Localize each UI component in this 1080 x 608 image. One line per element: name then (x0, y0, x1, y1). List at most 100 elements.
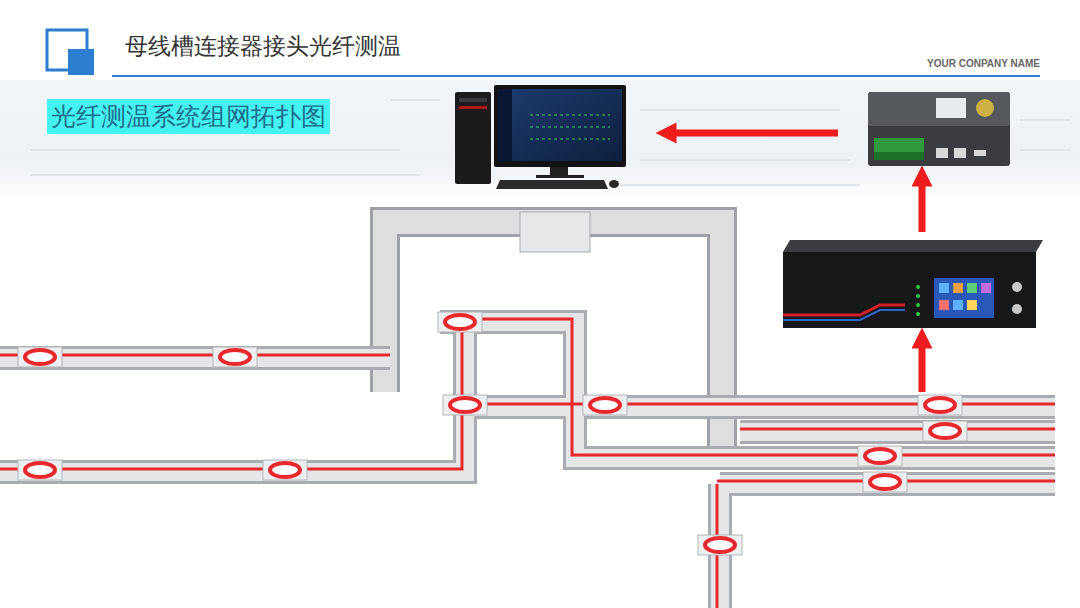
illustration-part (459, 106, 487, 109)
illustration-part (590, 398, 620, 412)
illustration-part (705, 538, 735, 552)
illustration-part (934, 278, 994, 318)
illustration-part (0, 319, 1055, 608)
sensor-ring (698, 535, 742, 555)
illustration-part (640, 109, 840, 111)
illustration-part (863, 472, 907, 492)
sensor-ring (583, 395, 627, 415)
illustration-part (1020, 119, 1070, 121)
illustration-part (0, 322, 465, 472)
computer (455, 85, 626, 189)
illustration-part (874, 138, 924, 152)
illustration-part (438, 312, 482, 332)
illustration-part (470, 395, 1055, 419)
illustration-part (720, 472, 1055, 496)
illustration-part (916, 294, 920, 298)
illustration-part (530, 139, 610, 140)
sensor-rings (18, 312, 967, 555)
illustration-part (385, 222, 722, 470)
illustration-part (720, 475, 1055, 493)
illustration-part (865, 449, 895, 463)
illustration-part (953, 283, 963, 293)
illustration-part (583, 395, 627, 415)
illustration-part (494, 85, 626, 167)
illustration-part (530, 127, 610, 128)
background-band (0, 80, 1080, 200)
illustration-part (530, 115, 610, 116)
sensor-ring (923, 421, 967, 441)
illustration-part (740, 428, 1055, 431)
illustration-part (916, 312, 920, 316)
sensor-ring (18, 460, 62, 480)
illustration-part (30, 149, 400, 151)
illustration-part (440, 322, 1055, 458)
illustration-part (868, 92, 1010, 166)
illustration-part (470, 398, 1055, 416)
illustration-part (0, 322, 1055, 608)
illustration-part (620, 184, 860, 186)
illustration-part (470, 403, 1055, 406)
illustration-part (666, 130, 838, 137)
illustration-part (0, 346, 390, 370)
illustration-part (68, 49, 94, 75)
illustration-part (976, 99, 994, 117)
illustration-part (390, 99, 440, 101)
sensor-ring (858, 446, 902, 466)
illustration-part (874, 152, 924, 160)
page-title: 母线槽连接器接头光纤测温 (125, 31, 401, 62)
illustration-part (916, 285, 920, 289)
logo (47, 30, 94, 75)
sensor-ring (18, 347, 62, 367)
illustration-part (385, 222, 722, 470)
illustration-part (440, 319, 1055, 455)
illustration-part (698, 535, 742, 555)
illustration-part (443, 395, 487, 415)
illustration-part (1020, 149, 1070, 151)
illustration-part (783, 310, 905, 320)
illustration-part (974, 150, 986, 156)
illustration-part (550, 167, 568, 176)
illustration-part (0, 322, 462, 469)
illustration-part (640, 159, 850, 161)
illustration-part (954, 148, 966, 158)
illustration-part (520, 212, 590, 252)
illustration-part (18, 460, 62, 480)
illustration-part (440, 322, 1055, 458)
illustration-part (967, 300, 977, 310)
illustration-part (455, 92, 491, 184)
illustration-part (919, 176, 926, 232)
illustration-part (918, 395, 962, 415)
illustration-part (0, 322, 465, 472)
illustration-part (496, 180, 608, 189)
illustration-part (939, 283, 949, 293)
illustration-part (981, 283, 991, 293)
company-name: YOUR CONPANY NAME (927, 58, 1040, 69)
illustration-part (858, 446, 902, 466)
illustration-part (925, 398, 955, 412)
illustration-part (385, 222, 722, 470)
illustration-part (30, 174, 420, 176)
illustration-part (923, 421, 967, 441)
busbar-network (0, 212, 1055, 608)
illustration-part (783, 252, 1036, 328)
sensor-ring (263, 460, 307, 480)
illustration-part (498, 89, 622, 161)
illustration-part (953, 300, 963, 310)
illustration-part (936, 148, 948, 158)
illustration-part (916, 303, 920, 307)
illustration-part (445, 315, 475, 329)
illustration-part (459, 98, 487, 102)
sensor-ring (918, 395, 962, 415)
illustration-part (936, 98, 966, 118)
illustration-part (213, 347, 257, 367)
illustration-part (0, 322, 1055, 608)
illustration-part (919, 338, 926, 392)
illustration-part (263, 460, 307, 480)
illustration-part (536, 175, 584, 178)
illustration-part (25, 350, 55, 364)
sensor-ring (438, 312, 482, 332)
header-rule (112, 75, 1040, 77)
illustration-part (740, 423, 1055, 441)
sensor-ring (863, 472, 907, 492)
